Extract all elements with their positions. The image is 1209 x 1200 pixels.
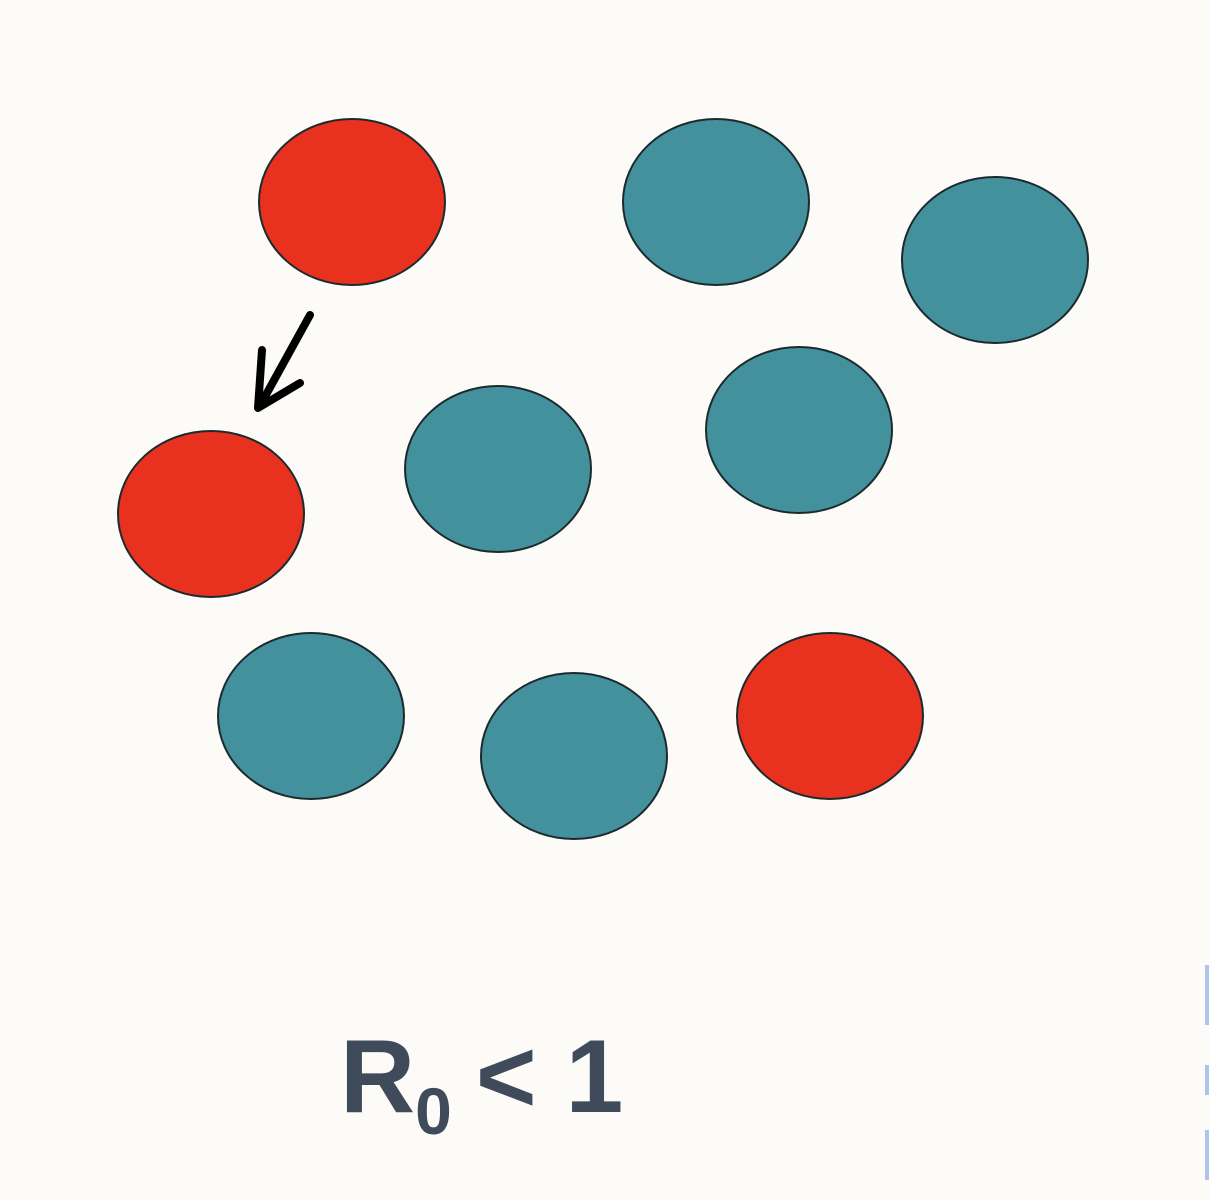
edge-artifact: [1205, 1065, 1209, 1095]
infected-person: [258, 118, 446, 286]
r0-subscript: 0: [415, 1074, 452, 1148]
susceptible-person: [901, 176, 1089, 344]
susceptible-person: [705, 346, 893, 514]
r0-label: R0 < 1: [340, 1019, 623, 1148]
edge-artifact: [1205, 965, 1209, 1025]
population: [117, 118, 1089, 840]
susceptible-person: [480, 672, 668, 840]
edge-artifact: [1205, 1130, 1209, 1180]
infected-person: [117, 430, 305, 598]
r0-relation: < 1: [476, 1019, 623, 1135]
susceptible-person: [622, 118, 810, 286]
r0-symbol: R: [340, 1019, 415, 1135]
susceptible-person: [404, 385, 592, 553]
infected-person: [736, 632, 924, 800]
transmission-arrow-icon: [254, 311, 314, 412]
susceptible-person: [217, 632, 405, 800]
